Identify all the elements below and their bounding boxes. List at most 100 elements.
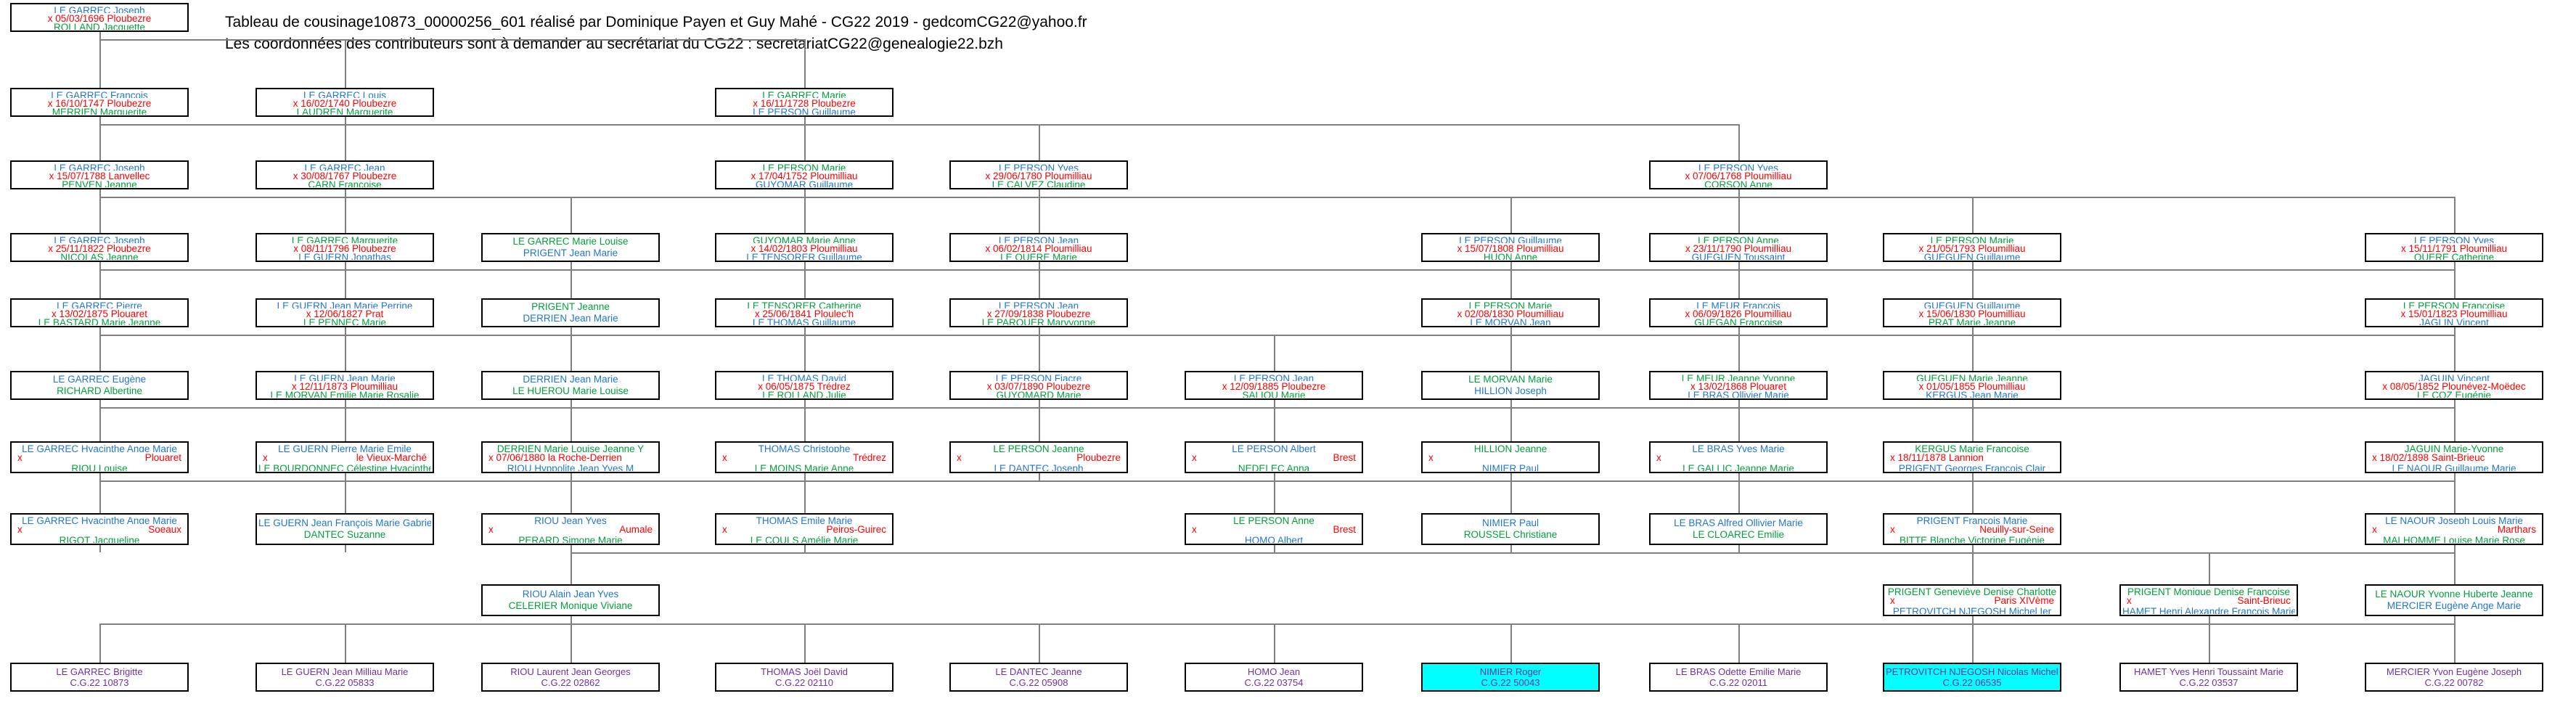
person-name: LE MEUR François (1696, 300, 1780, 309)
connector-line-vertical (1510, 400, 1512, 407)
connector-line-vertical (2209, 552, 2210, 584)
connector-line-vertical (804, 335, 806, 371)
connector-line-vertical (1510, 335, 1512, 371)
person-name: LE PERSON Marie (762, 163, 846, 171)
person-name: LE PERSON Yves (998, 163, 1079, 171)
spouse-name: LE TENSORER Guillaume (746, 251, 862, 260)
connector-line-vertical (1738, 189, 1740, 197)
person-name: NIMIER Paul (1481, 517, 1540, 529)
member-id: C.G.22 02862 (541, 677, 600, 688)
connector-line-vertical (99, 400, 101, 407)
spouse-name: RIOU Hyppolite Jean Yves M (507, 462, 634, 472)
connector-line-vertical (1738, 327, 1740, 335)
connector-line-vertical (571, 400, 572, 407)
connector-line-vertical (1039, 623, 1040, 663)
spouse-name: LE PENNEC Marie (303, 316, 387, 325)
person-box[interactable]: PETROVITCH NJEGOSH Nicolas Michel Franci… (1883, 663, 2061, 692)
person-name: LE GARREC Louis (303, 90, 387, 99)
spouse-name: LE GALLIC Jeanne Marie (1682, 462, 1794, 472)
connector-line-vertical (1510, 269, 1512, 298)
marriage-info: x 27/09/1838 Ploubezre (986, 308, 1091, 317)
connector-line-vertical (99, 262, 101, 269)
marriage-date: x (17, 451, 23, 463)
connector-line-vertical (1972, 473, 1974, 480)
connector-line-vertical (571, 197, 572, 233)
marriage-info: x 02/08/1830 Ploumilliau (1457, 308, 1564, 317)
marriage-place: Plouaret (144, 451, 181, 463)
connector-line-vertical (1039, 124, 1040, 160)
